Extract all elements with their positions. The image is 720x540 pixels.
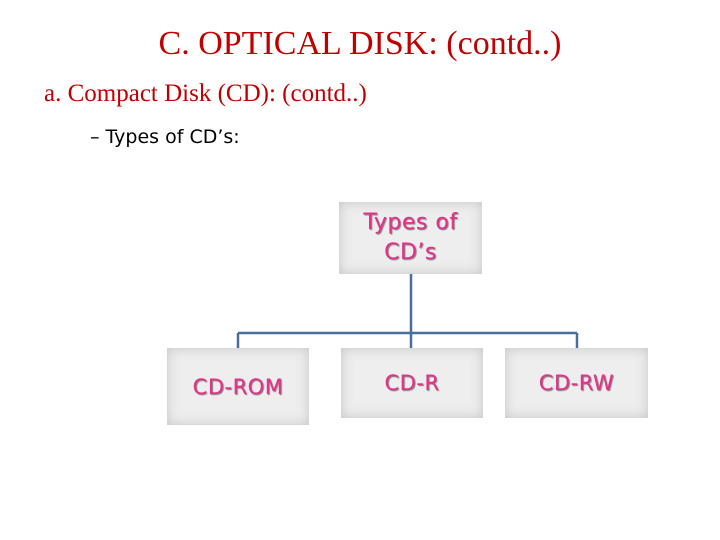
slide-title: C. OPTICAL DISK: (contd..) (158, 25, 562, 62)
node-types-of-cds: Types of CD’s (339, 202, 482, 274)
bullet-text: – Types of CD’s: (90, 126, 240, 148)
slide-subtitle: a. Compact Disk (CD): (contd..) (44, 80, 367, 107)
node-cd-rw: CD-RW (505, 348, 648, 418)
node-cd-r: CD-R (341, 348, 483, 418)
node-cd-rom: CD-ROM (167, 348, 309, 425)
